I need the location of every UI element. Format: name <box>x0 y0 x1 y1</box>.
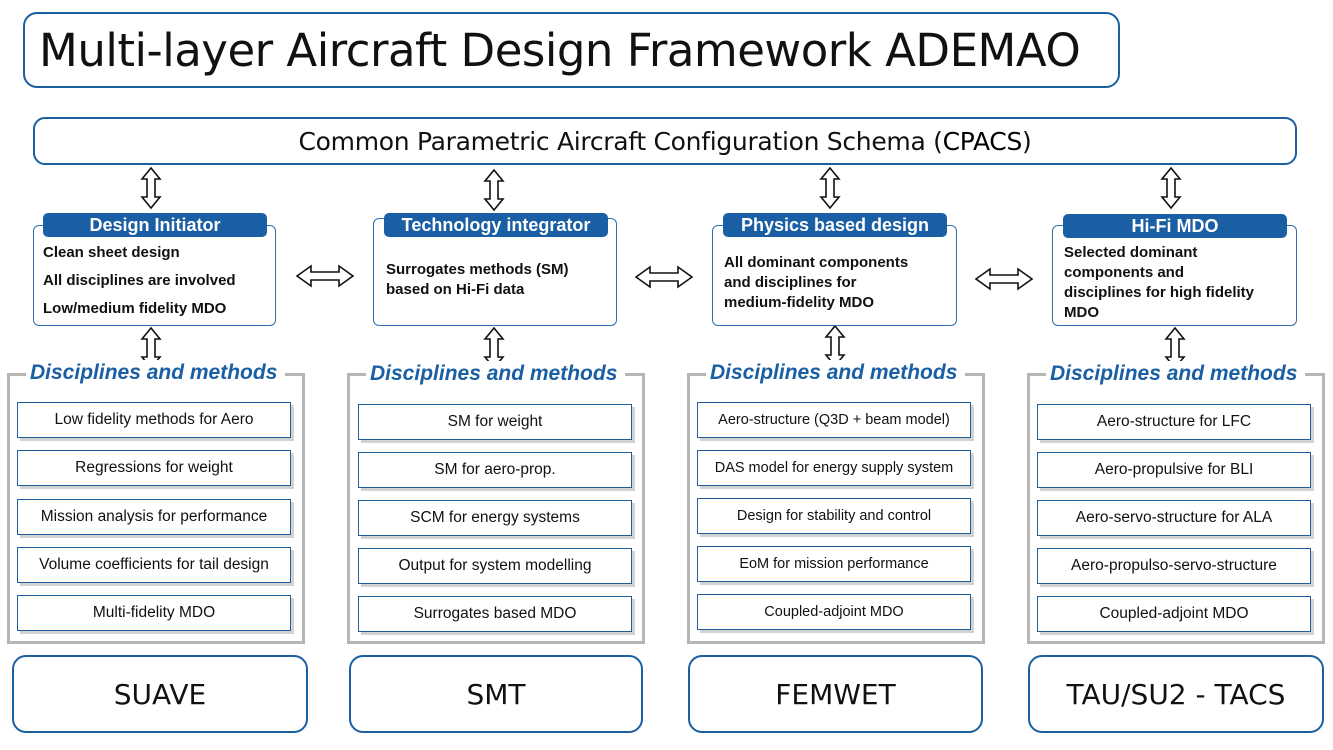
tool-label: SMT <box>466 677 526 711</box>
layer-hi-fi-mdo: Selected dominant components and discipl… <box>1052 225 1297 326</box>
cpacs-label: Common Parametric Aircraft Configuration… <box>299 127 1032 156</box>
layer-desc-line: based on Hi-Fi data <box>386 281 525 298</box>
disc-top-rule <box>1027 373 1047 376</box>
disciplines-panel <box>7 373 305 644</box>
disciplines-panel <box>1027 373 1325 644</box>
method-item: Coupled-adjoint MDO <box>697 594 971 630</box>
layer-desc-line: and disciplines for <box>724 274 857 291</box>
layer-header: Hi-Fi MDO <box>1063 214 1287 238</box>
arrow-cpacs-layer-1 <box>141 167 161 209</box>
tool-box-femwet: FEMWET <box>688 655 983 733</box>
method-item: SM for aero-prop. <box>358 452 632 488</box>
cpacs-prefix: Common Parametric Aircraft Configuration… <box>298 126 943 156</box>
cpacs-box: Common Parametric Aircraft Configuration… <box>33 117 1297 165</box>
method-item: SCM for energy systems <box>358 500 632 536</box>
method-item: EoM for mission performance <box>697 546 971 582</box>
method-item: SM for weight <box>358 404 632 440</box>
layer-desc-line: Clean sheet design <box>43 244 180 261</box>
method-item: Surrogates based MDO <box>358 596 632 632</box>
method-item: Output for system modelling <box>358 548 632 584</box>
disc-top-rule <box>625 373 645 376</box>
layer-header: Technology integrator <box>384 213 608 237</box>
arrow-cpacs-layer-4 <box>1161 167 1181 209</box>
tool-box-tau-su2-tacs: TAU/SU2 - TACS <box>1028 655 1324 733</box>
method-item: Aero-propulsive for BLI <box>1037 452 1311 488</box>
page-title: Multi-layer Aircraft Design Framework AD… <box>39 23 1081 77</box>
layer-physics-based-design: All dominant components and disciplines … <box>712 225 957 326</box>
disciplines-label: Disciplines and methods <box>366 361 622 387</box>
layer-header: Physics based design <box>723 213 947 237</box>
method-item: Aero-structure for LFC <box>1037 404 1311 440</box>
layer-desc-line: All disciplines are involved <box>43 272 236 289</box>
arrow-layer-1-2 <box>296 265 354 287</box>
layer-description: Selected dominant components and discipl… <box>1064 243 1254 323</box>
arrow-cpacs-layer-2 <box>484 169 504 211</box>
cpacs-suffix: ) <box>1022 126 1032 156</box>
cpacs-acronym: CPACS <box>942 126 1023 156</box>
disc-top-rule <box>1305 373 1325 376</box>
layer-desc-line: Low/medium fidelity MDO <box>43 300 227 317</box>
disciplines-panel <box>687 373 985 644</box>
disc-top-rule <box>285 373 305 376</box>
method-item: Aero-servo-structure for ALA <box>1037 500 1311 536</box>
layer-desc-line: MDO <box>1064 304 1099 321</box>
disc-top-rule <box>965 373 985 376</box>
layer-design-initiator: Clean sheet design All disciplines are i… <box>33 225 276 326</box>
arrow-layer-3-4 <box>975 268 1033 290</box>
method-item: Multi-fidelity MDO <box>17 595 291 631</box>
layer-desc-line: components and <box>1064 264 1185 281</box>
arrow-layer-2-3 <box>635 266 693 288</box>
arrow-cpacs-layer-3 <box>820 167 840 209</box>
layer-description: All dominant components and disciplines … <box>724 253 908 313</box>
disciplines-label: Disciplines and methods <box>706 360 962 386</box>
method-item: Coupled-adjoint MDO <box>1037 596 1311 632</box>
method-item: Mission analysis for performance <box>17 499 291 535</box>
disciplines-label: Disciplines and methods <box>26 360 282 386</box>
layer-desc-line: All dominant components <box>724 254 909 271</box>
disc-top-rule <box>7 373 27 376</box>
title-box: Multi-layer Aircraft Design Framework AD… <box>23 12 1120 88</box>
method-item: Aero-structure (Q3D + beam model) <box>697 402 971 438</box>
layer-description: Surrogates methods (SM) based on Hi-Fi d… <box>386 260 569 300</box>
method-item: Low fidelity methods for Aero <box>17 402 291 438</box>
layer-header: Design Initiator <box>43 213 267 237</box>
tool-label: TAU/SU2 - TACS <box>1066 677 1286 711</box>
method-item: DAS model for energy supply system <box>697 450 971 486</box>
layer-desc-line: disciplines for high fidelity <box>1064 284 1255 301</box>
disciplines-label: Disciplines and methods <box>1046 361 1302 387</box>
tool-label: FEMWET <box>775 677 896 711</box>
layer-desc-line: Surrogates methods (SM) <box>386 261 569 278</box>
method-item: Design for stability and control <box>697 498 971 534</box>
method-item: Aero-propulso-servo-structure <box>1037 548 1311 584</box>
tool-box-suave: SUAVE <box>12 655 308 733</box>
layer-desc-line: medium-fidelity MDO <box>724 294 875 311</box>
layer-desc-line: Selected dominant <box>1064 244 1198 261</box>
disc-top-rule <box>347 373 367 376</box>
tool-label: SUAVE <box>113 677 207 711</box>
tool-box-smt: SMT <box>349 655 643 733</box>
disciplines-panel <box>347 373 645 644</box>
method-item: Regressions for weight <box>17 450 291 486</box>
disc-top-rule <box>687 373 707 376</box>
layer-description: Clean sheet design All disciplines are i… <box>43 243 236 319</box>
method-item: Volume coefficients for tail design <box>17 547 291 583</box>
